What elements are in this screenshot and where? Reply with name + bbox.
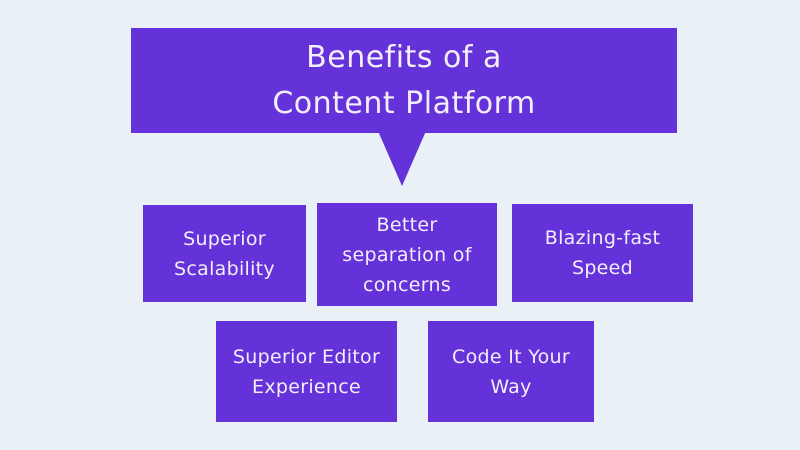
benefit-card-label: Blazing-fast Speed xyxy=(544,227,661,279)
title-bubble: Benefits of a Content Platform xyxy=(131,28,677,133)
benefit-card-separation-of-concerns: Better separation of concerns xyxy=(317,203,497,306)
benefit-card-label: Better separation of concerns xyxy=(342,213,472,296)
benefit-card-superior-editor-experience: Superior Editor Experience xyxy=(216,321,397,422)
title-line-2: Content Platform xyxy=(272,85,536,121)
benefit-card-label: Code It Your Way xyxy=(452,345,570,398)
title-line-1: Benefits of a xyxy=(306,39,502,75)
benefit-card-label: Superior Editor Experience xyxy=(232,345,381,398)
benefit-card-superior-scalability: Superior Scalability xyxy=(143,205,306,302)
speech-bubble-tail xyxy=(378,131,426,186)
benefit-card-label: Superior Scalability xyxy=(174,227,275,280)
benefit-card-code-it-your-way: Code It Your Way xyxy=(428,321,594,422)
benefit-card-blazing-fast-speed: Blazing-fast Speed xyxy=(512,204,693,302)
